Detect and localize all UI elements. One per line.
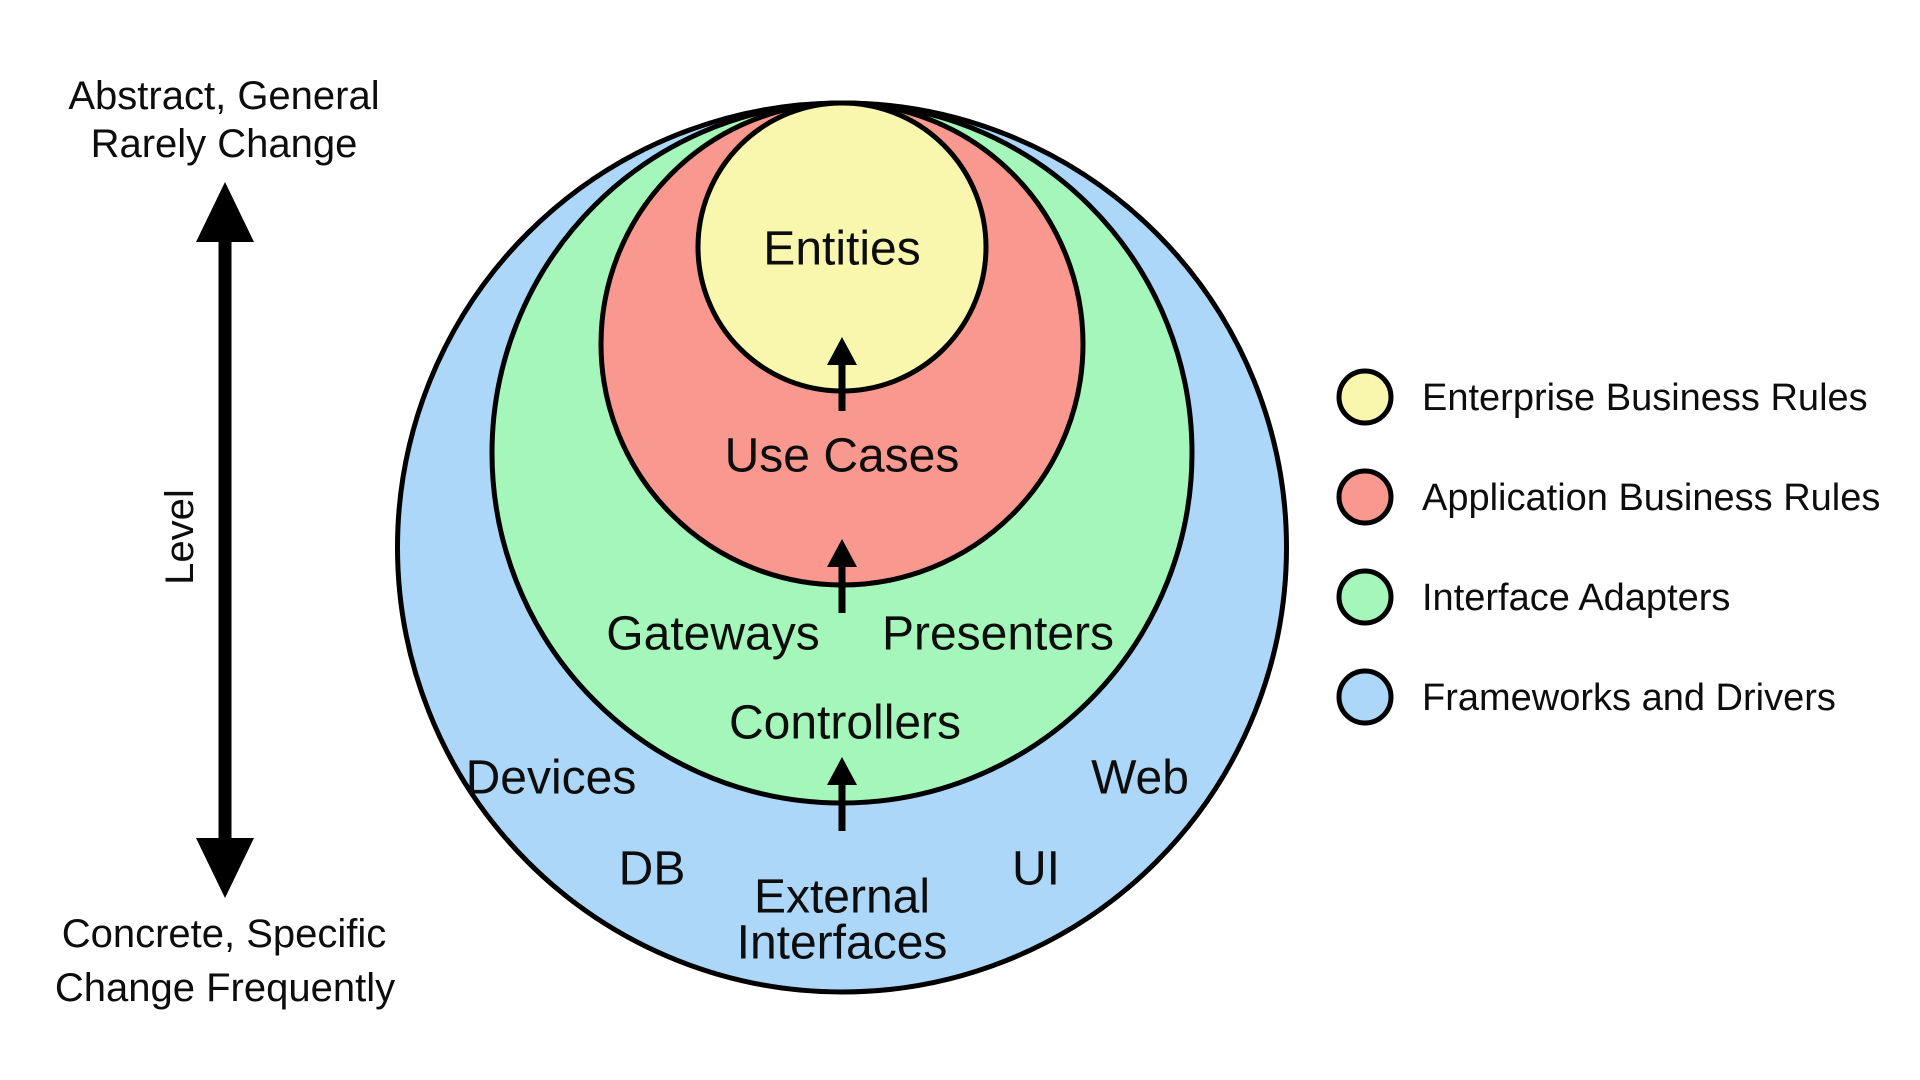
label-entities: Entities xyxy=(763,223,920,276)
legend-swatch-adapters-icon xyxy=(1336,568,1394,626)
dependency-arrows xyxy=(827,337,857,831)
legend-label-frameworks: Frameworks and Drivers xyxy=(1422,677,1836,719)
axis-top-label-line2: Rarely Change xyxy=(91,122,358,166)
legend-label-adapters: Interface Adapters xyxy=(1422,577,1730,619)
legend-item-enterprise-business-rules: Enterprise Business Rules xyxy=(1336,368,1868,426)
legend-label-application: Application Business Rules xyxy=(1422,477,1880,519)
legend-label-enterprise: Enterprise Business Rules xyxy=(1422,377,1868,419)
label-db: DB xyxy=(619,843,686,896)
level-axis: Abstract, General Rarely Change Level Co… xyxy=(55,74,395,1010)
label-external-line2: Interfaces xyxy=(737,917,948,970)
label-ui: UI xyxy=(1012,843,1060,896)
label-use-cases: Use Cases xyxy=(725,430,960,483)
label-web: Web xyxy=(1091,752,1189,805)
legend: Enterprise Business Rules Application Bu… xyxy=(1336,368,1880,726)
double-arrow-icon xyxy=(196,182,254,898)
arrow-shaft xyxy=(218,240,232,840)
ring-labels: Entities Use Cases Gateways Presenters C… xyxy=(466,223,1189,970)
axis-bottom-label-line2: Change Frequently xyxy=(55,966,395,1010)
axis-top-label-line1: Abstract, General xyxy=(68,74,379,118)
label-controllers: Controllers xyxy=(729,697,961,750)
arrow-frameworks-to-adapters-icon xyxy=(827,757,857,831)
label-gateways: Gateways xyxy=(606,608,819,661)
legend-swatch-application-icon xyxy=(1336,468,1394,526)
label-external-line1: External xyxy=(754,871,930,924)
arrowhead-up-icon xyxy=(196,182,254,242)
arrow-usecases-to-entities-icon xyxy=(827,337,857,411)
axis-side-label: Level xyxy=(158,489,202,585)
legend-item-interface-adapters: Interface Adapters xyxy=(1336,568,1730,626)
legend-swatch-enterprise-icon xyxy=(1336,368,1394,426)
label-devices: Devices xyxy=(466,752,637,805)
legend-item-frameworks-and-drivers: Frameworks and Drivers xyxy=(1336,668,1836,726)
legend-item-application-business-rules: Application Business Rules xyxy=(1336,468,1880,526)
legend-swatch-frameworks-icon xyxy=(1336,668,1394,726)
arrow-adapters-to-usecases-icon xyxy=(827,539,857,613)
arrowhead-down-icon xyxy=(196,838,254,898)
label-presenters: Presenters xyxy=(882,608,1114,661)
axis-bottom-label-line1: Concrete, Specific xyxy=(62,912,387,956)
